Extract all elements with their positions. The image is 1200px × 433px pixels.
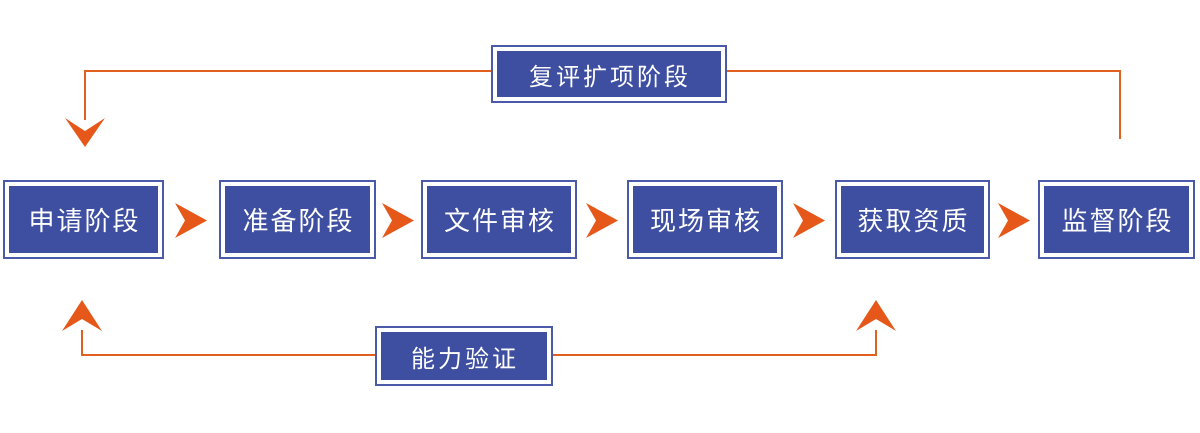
step-label: 文件审核 — [443, 206, 556, 236]
up-arrow-icon-right — [856, 300, 896, 331]
flow-chevron-icon — [586, 203, 618, 238]
top-loop-line-left — [84, 70, 491, 120]
step-label: 现场审核 — [649, 206, 762, 236]
step-label: 监督阶段 — [1061, 206, 1174, 236]
proficiency-testing-box: 能力验证 — [375, 326, 553, 386]
flow-chevron-icon — [382, 203, 414, 238]
step-box-preparation: 准备阶段 — [219, 180, 376, 259]
bottom-loop-line-left — [81, 330, 375, 356]
step-box-onsite-review: 现场审核 — [627, 180, 783, 259]
step-label: 获取资质 — [857, 206, 970, 236]
step-label: 申请阶段 — [28, 206, 141, 236]
proficiency-testing-label: 能力验证 — [411, 345, 519, 373]
step-label: 准备阶段 — [242, 206, 355, 236]
flow-chevron-icon — [175, 203, 207, 238]
step-box-supervision: 监督阶段 — [1038, 180, 1195, 259]
flow-chevron-icon — [998, 203, 1030, 238]
reassessment-expansion-label: 复评扩项阶段 — [529, 63, 691, 91]
step-box-obtain-qualification: 获取资质 — [835, 180, 990, 259]
step-box-application: 申请阶段 — [3, 180, 164, 259]
bottom-loop-line-right — [553, 330, 877, 356]
up-arrow-icon-left — [62, 300, 102, 331]
flow-chevron-icon — [793, 203, 825, 238]
reassessment-expansion-box: 复评扩项阶段 — [491, 45, 727, 103]
step-box-document-review: 文件审核 — [421, 180, 577, 259]
top-loop-line-right — [727, 70, 1121, 139]
down-arrow-icon — [65, 118, 105, 147]
